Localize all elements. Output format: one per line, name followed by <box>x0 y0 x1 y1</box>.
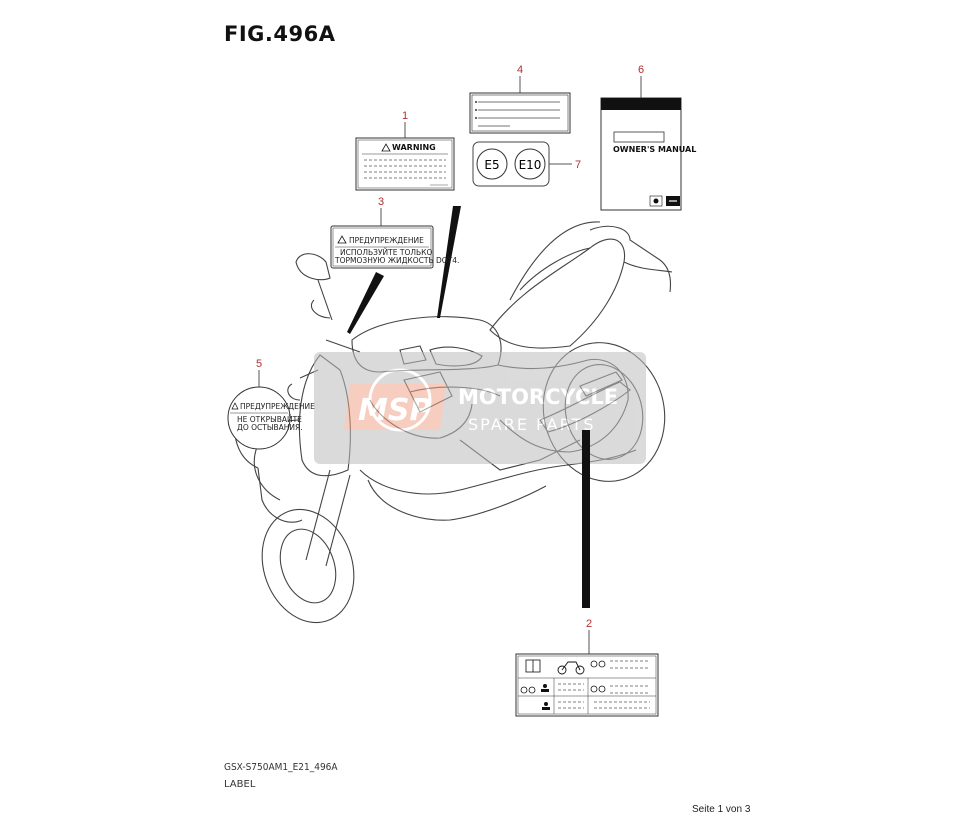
manual-book-icon <box>525 659 541 673</box>
tire-pressure-icon <box>590 660 606 693</box>
figure-title: FIG.496A <box>224 22 336 46</box>
callout-2: 2 <box>586 618 592 630</box>
diagram-code: GSX-S750AM1_E21_496A <box>224 762 338 773</box>
label-4-info-sticker <box>469 76 571 134</box>
fuel-e5-text: E5 <box>484 158 499 172</box>
watermark: MSP MOTORCYCLE SPARE PARTS <box>314 352 646 464</box>
manual-title: OWNER'S MANUAL <box>613 145 696 154</box>
label-3-brake-fluid-warning: ПРЕДУПРЕЖДЕНИЕ ИСПОЛЬЗУЙТЕ ТОЛЬКО ТОРМОЗ… <box>330 208 459 269</box>
warning-triangle-icon <box>231 402 239 410</box>
label-6-owners-manual: OWNER'S MANUAL <box>600 76 696 211</box>
brake-label-line1: ИСПОЛЬЗУЙТЕ ТОЛЬКО <box>340 248 432 257</box>
fuel-e10-text: E10 <box>519 158 542 172</box>
callout-3: 3 <box>378 196 384 208</box>
warning-triangle-icon <box>381 143 391 152</box>
callout-6: 6 <box>638 64 644 76</box>
page-indicator: Seite 1 von 3 <box>692 804 751 815</box>
callout-7: 7 <box>575 159 581 171</box>
brake-label-line2: ТОРМОЗНУЮ ЖИДКОСТЬ DOT4. <box>334 256 459 265</box>
brake-label-heading: ПРЕДУПРЕЖДЕНИЕ <box>349 236 424 245</box>
callout-5: 5 <box>256 358 262 370</box>
warning-triangle-icon <box>337 235 347 244</box>
cap-label-line2: ДО ОСТЫВАНИЯ. <box>237 423 303 432</box>
cap-label-heading: ПРЕДУПРЕЖДЕНИЕ <box>240 402 315 411</box>
label-1-warning: WARNING <box>355 122 455 191</box>
diagram-subtitle: LABEL <box>224 779 256 790</box>
motorcycle-icon <box>557 661 585 675</box>
label-7-fuel-compat: E5 E10 <box>472 141 572 187</box>
label-2-pictogram-sticker <box>515 630 659 717</box>
label-5-radiator-cap-warning: ПРЕДУПРЕЖДЕНИЕ НЕ ОТКРЫВАЙТЕ ДО ОСТЫВАНИ… <box>227 370 315 450</box>
rider-icon <box>541 684 550 710</box>
watermark-line2: SPARE PARTS <box>468 415 596 434</box>
callout-1: 1 <box>402 110 408 122</box>
watermark-line1: MOTORCYCLE <box>458 385 618 409</box>
cap-label-line1: НЕ ОТКРЫВАЙТЕ <box>237 415 302 424</box>
warning-heading: WARNING <box>392 143 436 152</box>
pointer-wedges <box>347 206 590 608</box>
callout-numbers: 1 2 3 4 5 6 7 <box>256 64 644 630</box>
chain-icon <box>520 686 536 694</box>
callout-4: 4 <box>517 64 523 76</box>
